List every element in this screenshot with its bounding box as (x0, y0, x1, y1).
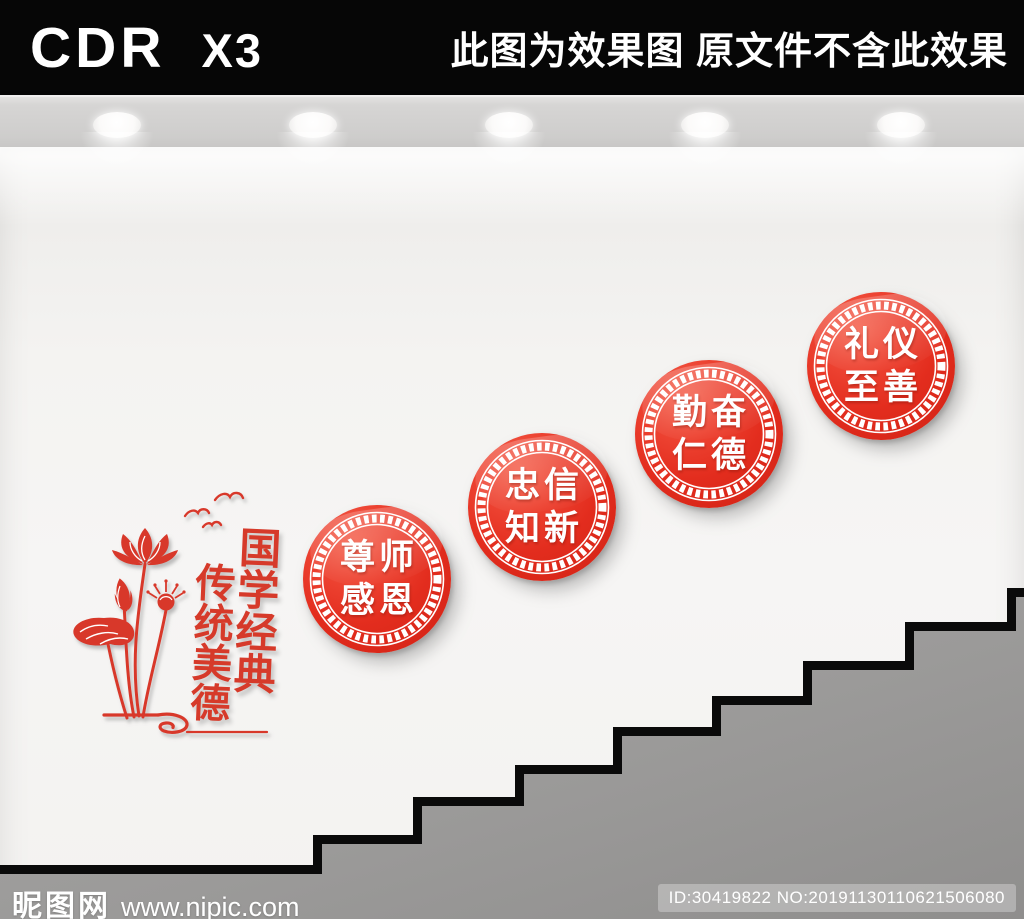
watermark-id-badge: ID:30419822 NO:20191130110621506080 (657, 884, 1016, 912)
software-version: X3 (201, 23, 263, 77)
top-banner: CDR X3 此图为效果图 原文件不含此效果 (0, 0, 1024, 95)
badge-line: 至善 (843, 368, 922, 407)
software-label: CDR X3 (30, 15, 263, 81)
lotus-bud-icon (114, 578, 133, 612)
badge-text: 勤奋 仁德 (635, 360, 783, 508)
bird-icon (183, 491, 245, 529)
badge-line: 忠信 (504, 466, 583, 505)
badge-line: 知新 (504, 509, 583, 548)
site-url: www.nipic.com (121, 892, 300, 919)
banner-notice: 此图为效果图 原文件不含此效果 (450, 31, 1008, 73)
watermark-site: 昵图网 www.nipic.com (12, 881, 300, 919)
lotus-side-flower-icon (73, 617, 135, 646)
ceiling-light-icon (851, 112, 951, 218)
badge-line: 勤奋 (671, 393, 750, 432)
badge-text: 尊师 感恩 (303, 505, 451, 653)
slogan-chuantong-meide: 传统美德 (183, 561, 235, 723)
site-logo-text: 昵图网 (12, 890, 111, 919)
culture-badge-1: 尊师 感恩 (303, 505, 451, 653)
badge-line: 仁德 (671, 436, 750, 475)
lotus-bloom-icon (112, 528, 178, 566)
culture-badge-4: 礼仪 至善 (807, 292, 955, 440)
ceiling-light-icon (67, 112, 167, 218)
culture-badge-2: 忠信 知新 (468, 433, 616, 581)
software-name: CDR (30, 15, 166, 80)
ceiling-light-icon (655, 112, 755, 218)
ceiling-light-icon (459, 112, 559, 218)
culture-badge-3: 勤奋 仁德 (635, 360, 783, 508)
badge-text: 忠信 知新 (468, 433, 616, 581)
badge-line: 礼仪 (843, 325, 922, 364)
slogan-guoxue-jingdian: 国学经典 (227, 525, 282, 695)
ceiling-light-icon (263, 112, 363, 218)
badge-text: 礼仪 至善 (807, 292, 955, 440)
badge-line: 感恩 (339, 581, 418, 620)
lotus-pod-icon (146, 579, 186, 611)
badge-line: 尊师 (339, 538, 418, 577)
